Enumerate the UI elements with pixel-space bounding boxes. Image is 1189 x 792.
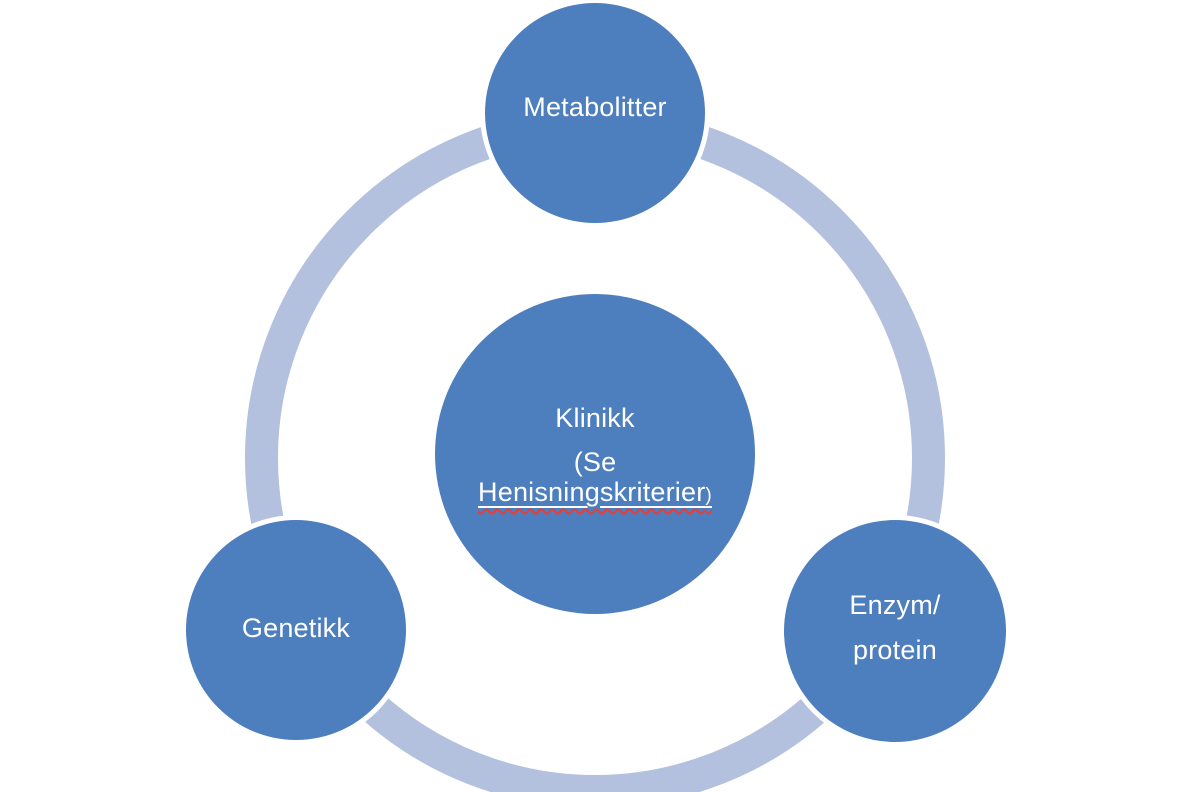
spellcheck-squiggle: Henisningskriterier) (478, 477, 712, 507)
node-enzym-protein-label-line2: protein (853, 635, 937, 665)
node-metabolitter-label: Metabolitter (523, 92, 667, 122)
subtitle-close-paren: ) (705, 485, 712, 506)
node-enzym-protein[interactable]: Enzym/ protein (784, 520, 1006, 742)
node-metabolitter[interactable]: Metabolitter (485, 3, 705, 223)
center-node-title: Klinikk (555, 403, 635, 433)
subtitle-open-line: (Se (573, 447, 617, 477)
subtitle-word: Henisningskriterier (478, 477, 706, 507)
center-node-text: Klinikk (Se Henisningskriterier) (435, 403, 755, 511)
node-enzym-protein-label-line1: Enzym/ (849, 590, 941, 620)
node-enzym-protein-label: Enzym/ protein (784, 583, 1006, 673)
node-genetikk-label: Genetikk (241, 613, 351, 643)
subtitle-underlined-line: Henisningskriterier) (435, 477, 755, 511)
node-klinikk[interactable]: Klinikk (Se Henisningskriterier) (435, 294, 755, 614)
node-genetikk[interactable]: Genetikk (186, 520, 406, 740)
center-node-subtitle: (Se Henisningskriterier) (435, 447, 755, 511)
